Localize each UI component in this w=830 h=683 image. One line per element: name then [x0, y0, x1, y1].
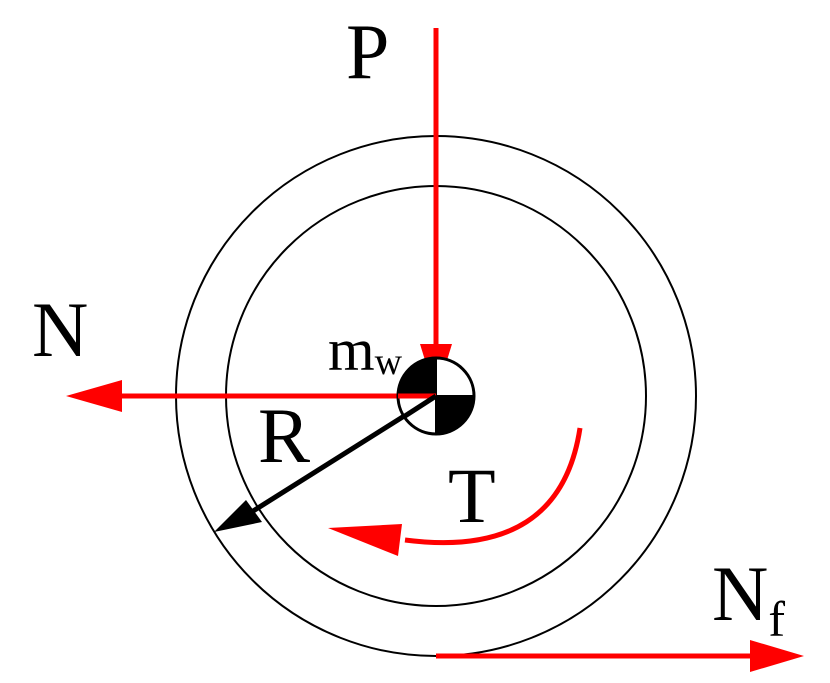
torque-arrow	[328, 427, 583, 556]
label-mass-sub: w	[375, 341, 403, 383]
label-t: T	[448, 452, 496, 539]
label-mass: mw	[328, 317, 403, 383]
label-p: P	[346, 8, 389, 95]
label-nf-main: N	[712, 550, 768, 637]
radius-overlay	[403, 393, 438, 419]
force-p-arrow	[420, 28, 452, 396]
label-nf: Nf	[712, 550, 785, 647]
force-n-arrow	[66, 380, 436, 412]
label-n: N	[32, 286, 88, 373]
label-mass-main: m	[328, 317, 375, 383]
label-nf-sub: f	[768, 591, 785, 647]
force-nf-arrow	[436, 640, 804, 672]
label-r: R	[258, 392, 310, 479]
